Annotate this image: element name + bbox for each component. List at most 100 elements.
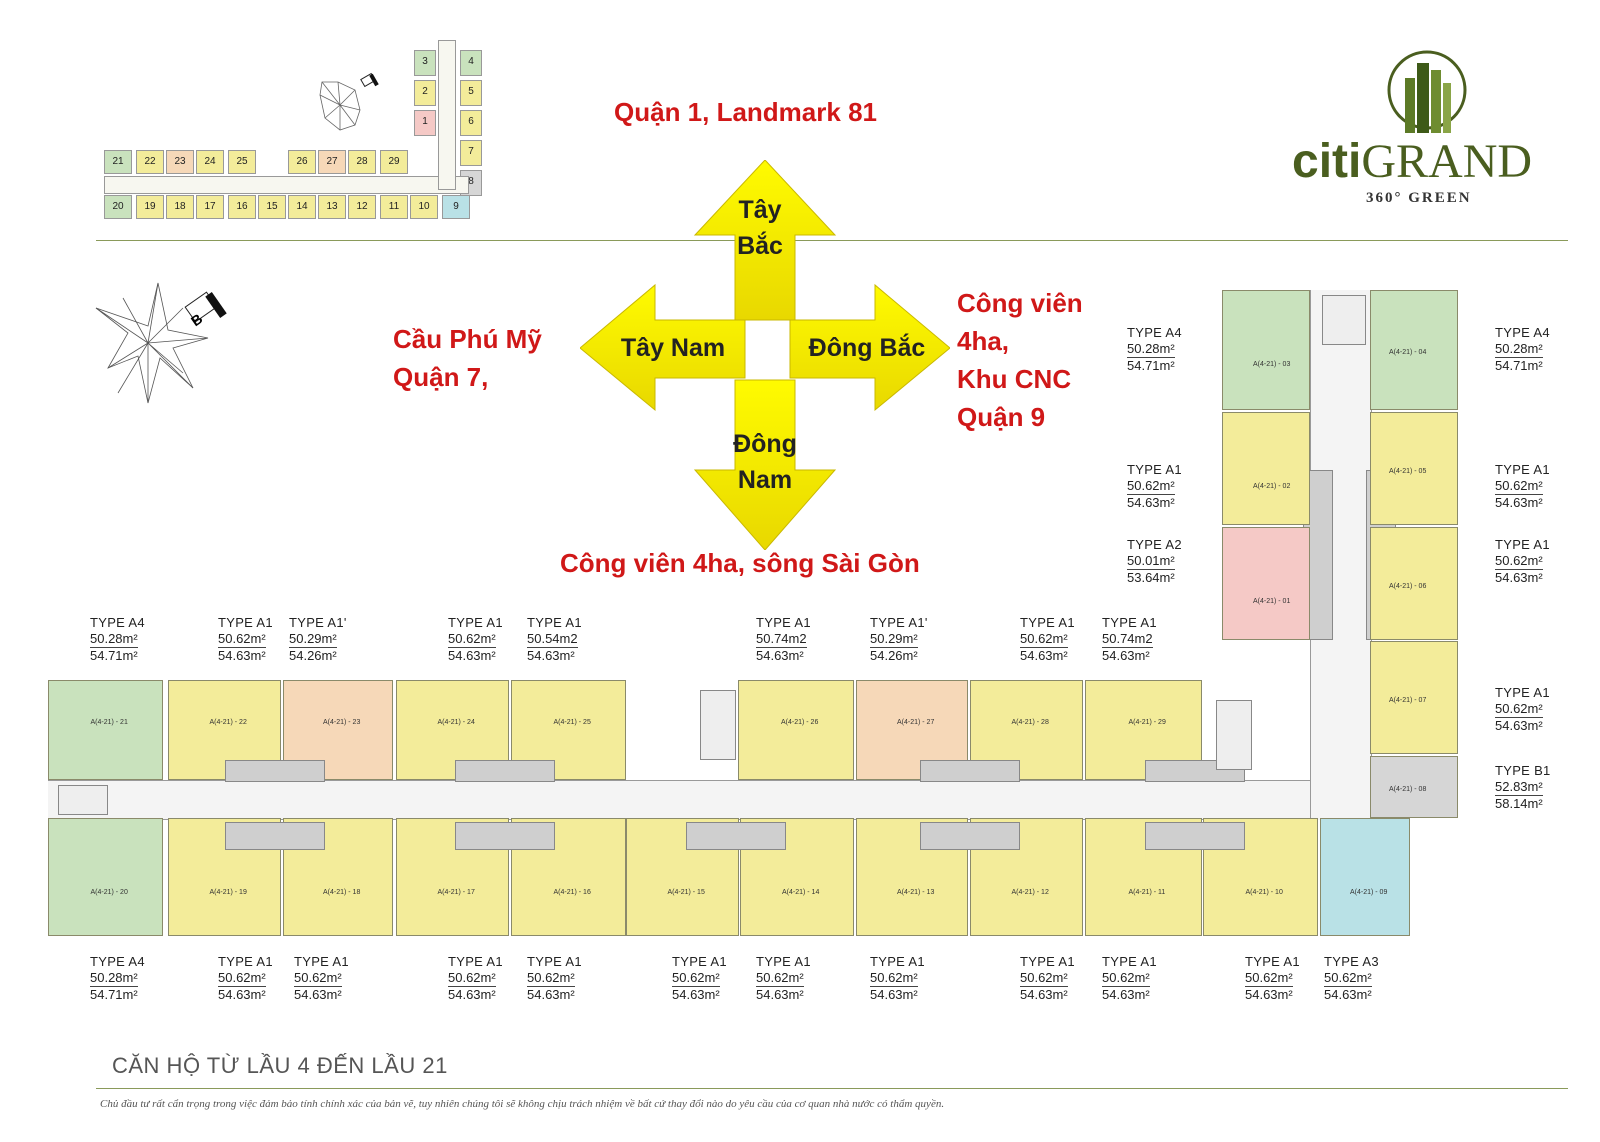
unit-top: A(4-21) - 29 — [1085, 680, 1202, 780]
unit-area-total: 54.71m² — [1127, 358, 1175, 373]
unit-area-carpet: 50.74m2 — [1102, 631, 1153, 648]
unit-bottom: A(4-21) - 11 — [1085, 818, 1202, 936]
keymap-corridor — [438, 40, 456, 190]
unit-bottom: A(4-21) - 10 — [1203, 818, 1318, 936]
unit-tower-right: A(4-21) - 04 — [1370, 290, 1458, 410]
unit-area-carpet: 50.62m² — [1127, 478, 1175, 495]
unit-tower-left: A(4-21) - 03 — [1222, 290, 1310, 410]
unit-area-total: 54.26m² — [289, 648, 337, 663]
arrow-down-label: Đông Nam — [715, 426, 815, 498]
unit-code: A(4-21) - 13 — [897, 889, 935, 896]
logo-text: citiGRAND — [1292, 134, 1532, 189]
elevator-core — [1303, 470, 1333, 640]
elevator-core — [1366, 470, 1396, 640]
keymap-cell: 20 — [104, 195, 132, 219]
unit-area-total: 54.63m² — [672, 987, 720, 1002]
unit-bottom: A(4-21) - 19 — [168, 818, 281, 936]
keymap-cell: 13 — [318, 195, 346, 219]
unit-code: A(4-21) - 01 — [1253, 598, 1291, 605]
unit-top: A(4-21) - 24 — [396, 680, 509, 780]
unit-top: A(4-21) - 26 — [738, 680, 854, 780]
unit-tower-right: A(4-21) - 07 — [1370, 641, 1458, 754]
unit-code: A(4-21) - 26 — [781, 719, 819, 726]
unit-area-carpet: 52.83m² — [1495, 779, 1543, 796]
unit-area-carpet: 50.28m² — [90, 970, 138, 987]
unit-area-carpet: 50.62m² — [1102, 970, 1150, 987]
unit-code: A(4-21) - 15 — [667, 889, 705, 896]
unit-type: TYPE A1 — [1020, 615, 1075, 630]
unit-type: TYPE A1' — [289, 615, 347, 630]
unit-code: A(4-21) - 28 — [1011, 719, 1049, 726]
west-line: Quận 7, — [393, 362, 489, 392]
unit-type: TYPE A1 — [1245, 954, 1300, 969]
keymap-cell: 6 — [460, 110, 482, 136]
unit-type: TYPE A1 — [1495, 462, 1550, 477]
citigrand-logo-icon — [1387, 50, 1467, 133]
west-line: Cầu Phú Mỹ — [393, 324, 542, 354]
unit-type: TYPE A1 — [756, 615, 811, 630]
keymap-cell: 21 — [104, 150, 132, 174]
unit-area-carpet: 50.28m² — [1495, 341, 1543, 358]
stairs — [58, 785, 108, 815]
unit-area-total: 54.63m² — [1495, 495, 1543, 510]
unit-tower-left: A(4-21) - 02 — [1222, 412, 1310, 525]
elevator-core — [225, 822, 325, 850]
unit-bottom: A(4-21) - 14 — [740, 818, 854, 936]
east-direction-text: Công viên 4ha, Khu CNC Quận 9 — [957, 284, 1083, 436]
keymap-cell: 28 — [348, 150, 376, 174]
unit-code: A(4-21) - 24 — [437, 719, 475, 726]
keymap-cell: 4 — [460, 50, 482, 76]
unit-code: A(4-21) - 08 — [1389, 786, 1427, 793]
keymap-cell: 11 — [380, 195, 408, 219]
unit-type: TYPE A1 — [672, 954, 727, 969]
corridor — [48, 780, 1368, 820]
unit-code: A(4-21) - 27 — [897, 719, 935, 726]
south-direction-text: Công viên 4ha, sông Sài Gòn — [560, 548, 920, 578]
keymap-corridor — [104, 176, 469, 194]
keymap-cell: 24 — [196, 150, 224, 174]
footer-disclaimer: Chủ đầu tư rất cẩn trọng trong việc đảm … — [100, 1098, 945, 1110]
unit-type: TYPE A1 — [218, 954, 273, 969]
unit-area-carpet: 50.28m² — [1127, 341, 1175, 358]
unit-code: A(4-21) - 06 — [1389, 582, 1427, 590]
unit-area-total: 54.71m² — [90, 648, 138, 663]
unit-top: A(4-21) - 21 — [48, 680, 163, 780]
unit-top: A(4-21) - 22 — [168, 680, 281, 780]
unit-code: A(4-21) - 03 — [1253, 361, 1291, 368]
east-line: Công viên — [957, 288, 1083, 318]
unit-top: A(4-21) - 28 — [970, 680, 1083, 780]
unit-area-total: 54.63m² — [1495, 570, 1543, 585]
keymap-cell: 10 — [410, 195, 438, 219]
west-direction-text: Cầu Phú Mỹ Quận 7, — [393, 320, 542, 396]
unit-area-carpet: 50.62m² — [870, 970, 918, 987]
unit-area-total: 54.63m² — [527, 987, 575, 1002]
keymap-cell: 9 — [442, 195, 470, 219]
keymap-cell: 5 — [460, 80, 482, 106]
unit-type: TYPE A4 — [1127, 325, 1182, 340]
unit-type: TYPE A1 — [448, 615, 503, 630]
unit-area-carpet: 50.62m² — [294, 970, 342, 987]
unit-type: TYPE A1 — [294, 954, 349, 969]
elevator-core — [455, 822, 555, 850]
arrow-down-line: Đông — [733, 430, 797, 458]
unit-area-total: 54.71m² — [90, 987, 138, 1002]
unit-bottom: A(4-21) - 17 — [396, 818, 509, 936]
unit-code: A(4-21) - 12 — [1011, 889, 1049, 896]
keymap-cell: 29 — [380, 150, 408, 174]
unit-area-carpet: 50.62m² — [756, 970, 804, 987]
logo-tagline: 360° GREEN — [1366, 190, 1472, 206]
arrow-up-line: Bắc — [737, 232, 783, 260]
keymap-cell: 3 — [414, 50, 436, 76]
east-line: 4ha, — [957, 326, 1010, 356]
unit-area-total: 54.63m² — [1495, 718, 1543, 733]
unit-bottom: A(4-21) - 20 — [48, 818, 163, 936]
